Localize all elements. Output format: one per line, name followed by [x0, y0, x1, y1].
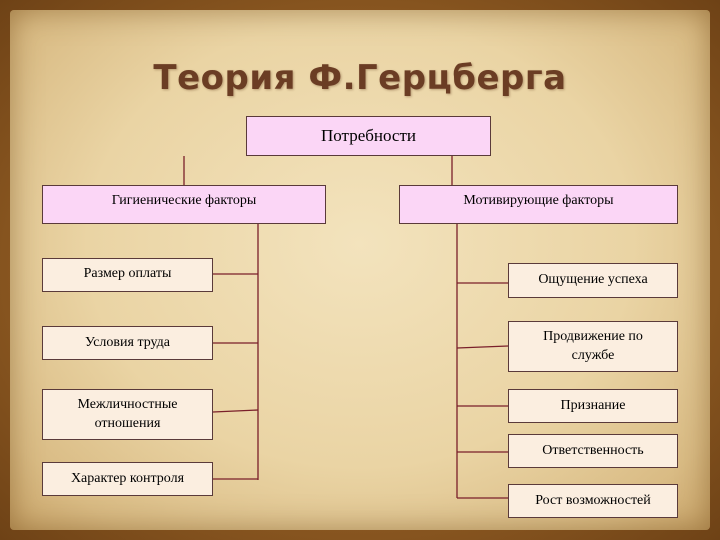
hygiene-item-work-conditions: Условия труда [42, 326, 213, 360]
motivating-branch-2 [456, 345, 509, 349]
motivating-factors-box: Мотивирующие факторы [399, 185, 678, 224]
motivating-item-promotion: Продвижение по службе [508, 321, 678, 372]
hygiene-factors-box: Гигиенические факторы [42, 185, 326, 224]
motivating-item-recognition: Признание [508, 389, 678, 423]
root-needs-box: Потребности [246, 116, 491, 156]
motivating-item-responsibility: Ответственность [508, 434, 678, 468]
hygiene-item-relationships: Межличностные отношения [42, 389, 213, 440]
hygiene-item-control: Характер контроля [42, 462, 213, 496]
slide-title: Теория Ф.Герцберга [153, 58, 567, 98]
motivating-item-growth: Рост возможностей [508, 484, 678, 518]
hygiene-item-pay: Размер оплаты [42, 258, 213, 292]
hygiene-branch-3 [212, 409, 259, 413]
motivating-item-success: Ощущение успеха [508, 263, 678, 298]
